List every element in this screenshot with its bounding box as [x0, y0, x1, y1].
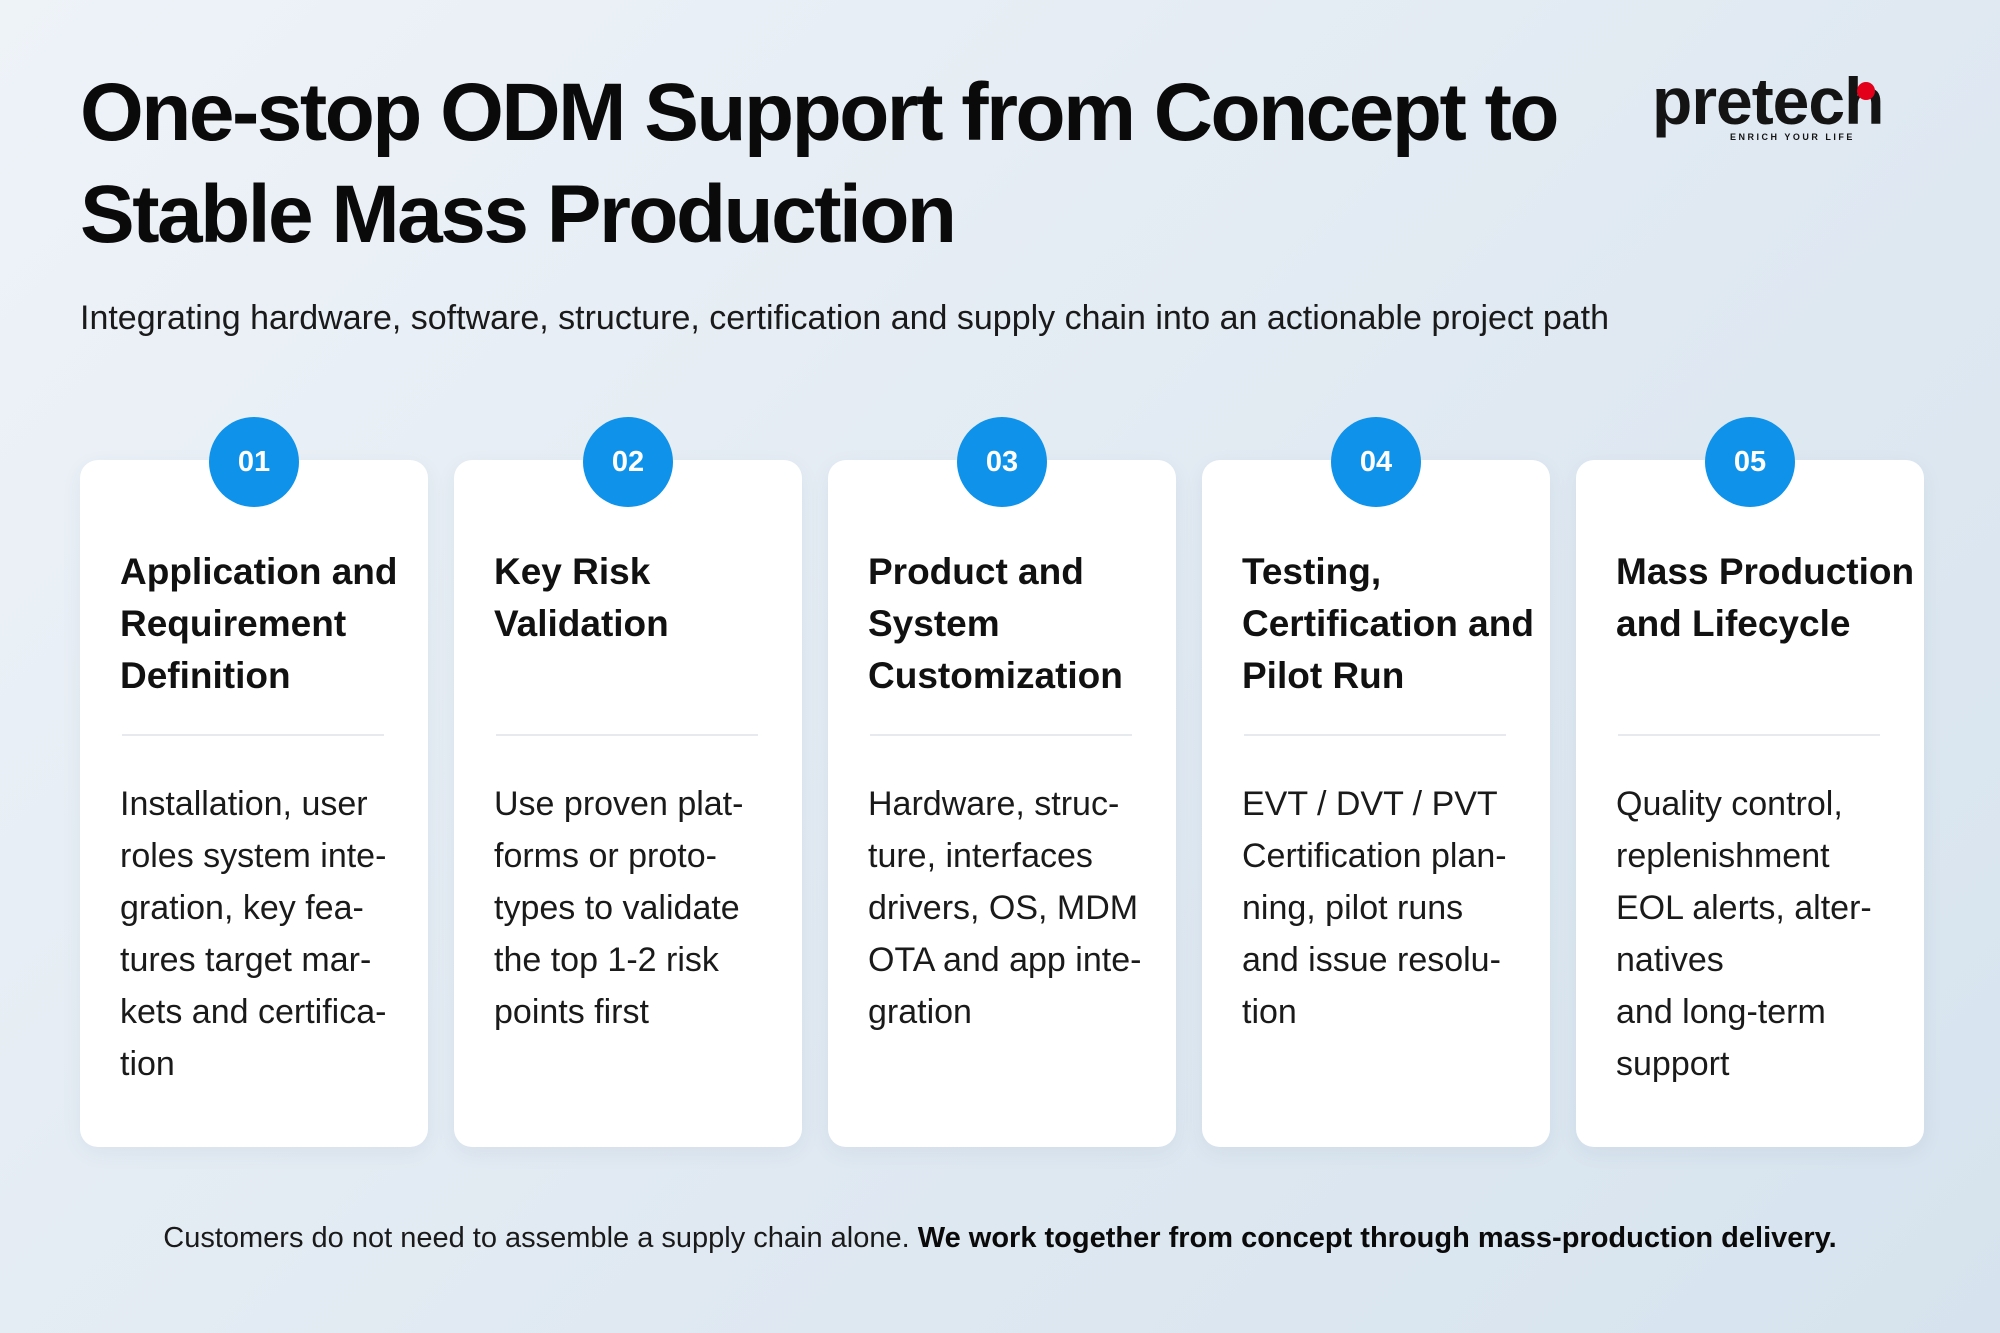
- step-title: Key Risk Validation: [494, 551, 669, 644]
- step-description-line: drivers, OS, MDM: [868, 889, 1139, 927]
- step-description-line: EOL alerts, alter-: [1616, 889, 1872, 927]
- step-title: Mass Production and Lifecycle: [1616, 551, 1915, 644]
- logo-tagline: ENRICH YOUR LIFE: [1730, 132, 1855, 142]
- divider: [870, 734, 1132, 736]
- step-title: Testing, Certification and Pilot Run: [1242, 551, 1534, 696]
- footer-text: Customers do not need to assemble a supp…: [163, 1222, 910, 1254]
- step-description-line: and issue resolu-: [1242, 941, 1501, 979]
- step-card-05: Mass Production and Lifecycle Quality co…: [1576, 460, 1924, 1147]
- step-number-badge: 05: [1705, 417, 1795, 507]
- step-description-line: roles system inte-: [120, 837, 387, 875]
- step-description-line: tion: [1242, 993, 1297, 1031]
- step-description-line: support: [1616, 1045, 1730, 1083]
- logo-dot-icon: [1857, 82, 1875, 100]
- divider: [1618, 734, 1880, 736]
- step-description-line: points first: [494, 993, 649, 1031]
- step-title: Product and System Customization: [868, 551, 1123, 696]
- step-description-line: Quality control,: [1616, 785, 1843, 823]
- step-description: Installation, user roles system inte- gr…: [120, 778, 420, 1090]
- step-description-line: OTA and app inte-: [868, 941, 1142, 979]
- step-description-line: ture, interfaces: [868, 837, 1093, 875]
- step-description-line: EVT / DVT / PVT: [1242, 785, 1498, 823]
- page-title-line: Stable Mass Production: [80, 169, 957, 260]
- step-description: Quality control, replenishment EOL alert…: [1616, 778, 1916, 1090]
- page-title-line: One-stop ODM Support from Concept to: [80, 67, 1559, 158]
- page-subtitle: Integrating hardware, software, structur…: [80, 299, 1609, 337]
- step-description-line: gration: [868, 993, 972, 1031]
- divider: [1244, 734, 1506, 736]
- step-card-01: Application and Requirement Definition I…: [80, 460, 428, 1147]
- step-description: EVT / DVT / PVT Certification plan- ning…: [1242, 778, 1542, 1038]
- step-description-line: gration, key fea-: [120, 889, 364, 927]
- step-description-line: Installation, user: [120, 785, 368, 823]
- steps-row: Application and Requirement Definition I…: [80, 417, 1924, 1147]
- step-description-line: replenishment: [1616, 837, 1830, 875]
- step-card-03: Product and System Customization Hardwar…: [828, 460, 1176, 1147]
- step-number-badge: 03: [957, 417, 1047, 507]
- step-description: Use proven plat- forms or proto- types t…: [494, 778, 794, 1038]
- step-description-line: tures target mar-: [120, 941, 372, 979]
- step-description-line: Hardware, struc-: [868, 785, 1120, 823]
- step-number-badge: 02: [583, 417, 673, 507]
- step-description-line: Use proven plat-: [494, 785, 744, 823]
- step-description: Hardware, struc- ture, interfaces driver…: [868, 778, 1168, 1038]
- step-description-line: the top 1-2 risk: [494, 941, 719, 979]
- step-description-line: ning, pilot runs: [1242, 889, 1464, 927]
- divider: [496, 734, 758, 736]
- step-description-line: and long-term: [1616, 993, 1826, 1031]
- step-number-badge: 04: [1331, 417, 1421, 507]
- step-card-04: Testing, Certification and Pilot Run EVT…: [1202, 460, 1550, 1147]
- step-description-line: Certification plan-: [1242, 837, 1507, 875]
- step-description-line: kets and certifica-: [120, 993, 387, 1031]
- brand-logo: pretech ENRICH YOUR LIFE: [1652, 66, 1932, 146]
- divider: [122, 734, 384, 736]
- step-description-line: types to validate: [494, 889, 740, 927]
- step-description-line: tion: [120, 1045, 175, 1083]
- step-title: Application and Requirement Definition: [120, 551, 398, 696]
- footer-note: Customers do not need to assemble a supp…: [0, 1218, 2000, 1258]
- step-card-02: Key Risk Validation Use proven plat- for…: [454, 460, 802, 1147]
- step-description-line: natives: [1616, 941, 1724, 979]
- step-number-badge: 01: [209, 417, 299, 507]
- page-title: One-stop ODM Support from Concept to Sta…: [80, 62, 1560, 266]
- step-description-line: forms or proto-: [494, 837, 717, 875]
- footer-emphasis: We work together from concept through ma…: [917, 1222, 1837, 1254]
- logo-wordmark: pretech: [1652, 64, 1884, 138]
